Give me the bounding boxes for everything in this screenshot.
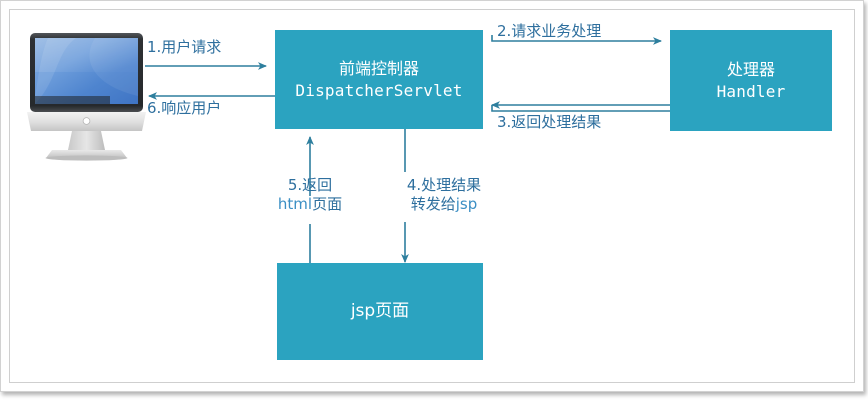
edge-label-return-process-result: 3.返回处理结果 xyxy=(497,113,601,132)
node-handler[interactable]: 处理器 Handler xyxy=(670,30,832,131)
computer-monitor-icon xyxy=(27,33,146,161)
node-handler-classname: Handler xyxy=(716,81,786,101)
edge-label-forward-to-jsp-line1: 4.处理结果 xyxy=(406,176,482,194)
edge-label-request-business-process: 2.请求业务处理 xyxy=(497,22,601,41)
edge-label-return-html-page-line2: html页面 xyxy=(263,195,357,214)
node-jsp-page-title: jsp页面 xyxy=(350,301,410,322)
edge-return-process-result-connector xyxy=(491,101,670,112)
edge-label-forward-to-jsp: 4.处理结果 转发给jsp xyxy=(385,176,503,214)
edge-label-response-user-text: 6.响应用户 xyxy=(147,99,222,117)
node-dispatcher-servlet[interactable]: 前端控制器 DispatcherServlet xyxy=(275,30,483,129)
edge-label-user-request: 1.用户请求 xyxy=(147,38,221,57)
node-dispatcher-servlet-title: 前端控制器 xyxy=(338,58,419,78)
edge-label-return-process-result-text: 3.返回处理结果 xyxy=(497,113,602,131)
edge-label-user-request-text: 1.用户请求 xyxy=(147,38,222,56)
edge-label-html-suffix: 页面 xyxy=(312,194,343,213)
edge-request-business-process-connector xyxy=(491,35,662,45)
node-jsp-page[interactable]: jsp页面 xyxy=(277,263,483,360)
edge-label-html-accent: html xyxy=(277,194,313,213)
edge-label-forward-prefix: 转发给 xyxy=(410,194,456,213)
edge-label-forward-to-jsp-line2: 转发给jsp xyxy=(385,195,503,214)
edge-label-return-html-page-line1: 5.返回 xyxy=(287,176,333,194)
node-handler-title: 处理器 xyxy=(726,59,775,79)
node-dispatcher-servlet-classname: DispatcherServlet xyxy=(295,80,463,100)
edge-label-request-business-process-text: 2.请求业务处理 xyxy=(497,22,602,40)
edge-label-response-user: 6.响应用户 xyxy=(147,99,221,118)
edge-label-return-html-page: 5.返回 html页面 xyxy=(263,176,357,214)
edge-label-jsp-accent: jsp xyxy=(455,194,478,213)
